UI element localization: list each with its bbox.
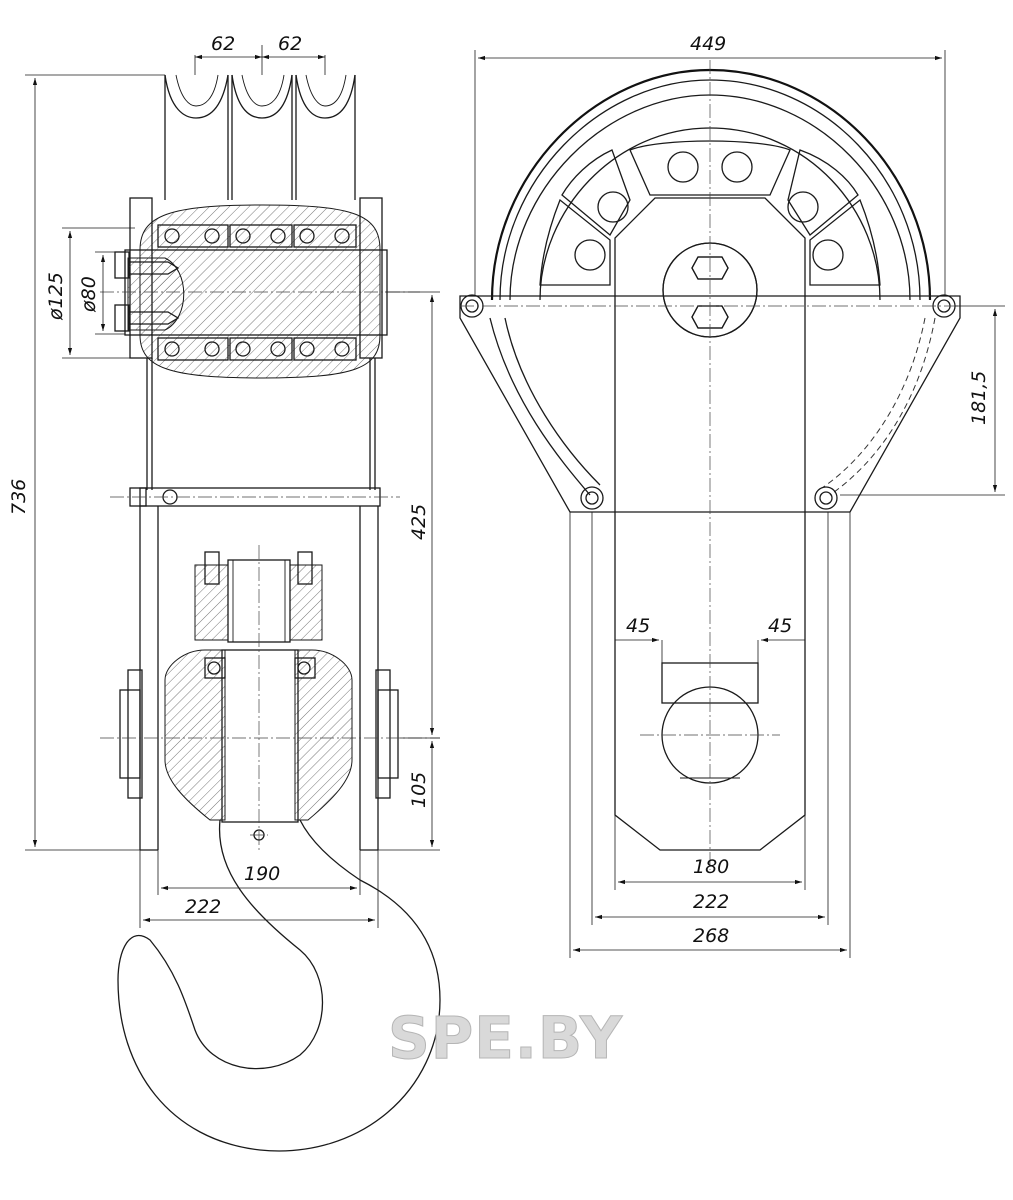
sheave-grooves (164, 74, 356, 200)
sheave (490, 68, 932, 338)
dim-45-right: 45 (768, 615, 792, 637)
dim-105: 105 (408, 772, 430, 808)
bearings-bottom (157, 337, 357, 361)
dimensions: 62 62 736 ø125 ø80 425 105 190 (8, 33, 1005, 958)
hook-nut-section (164, 545, 353, 850)
dim-222-right: 222 (693, 891, 729, 913)
dim-449: 449 (690, 33, 726, 55)
dim-181-5: 181,5 (968, 371, 990, 425)
side-section-view (100, 74, 441, 1152)
sheave-hub (100, 197, 420, 379)
dim-425: 425 (408, 504, 430, 540)
dim-180: 180 (693, 856, 729, 878)
watermark: SPE.BY (388, 1004, 623, 1072)
dim-d80: ø80 (78, 276, 100, 313)
dim-268: 268 (693, 925, 729, 947)
dim-736: 736 (8, 479, 30, 515)
dim-d125: ø125 (45, 272, 67, 321)
front-view (459, 60, 961, 870)
dim-190: 190 (244, 863, 280, 885)
axle (124, 249, 388, 336)
dim-45-left: 45 (626, 615, 650, 637)
side-cheeks (100, 358, 440, 851)
dim-62-left: 62 (211, 33, 235, 55)
hook-shank (221, 649, 299, 823)
crane-hook (117, 819, 441, 1152)
dim-222-left: 222 (185, 896, 221, 918)
bearings-top (157, 224, 357, 248)
dim-62-right: 62 (278, 33, 302, 55)
